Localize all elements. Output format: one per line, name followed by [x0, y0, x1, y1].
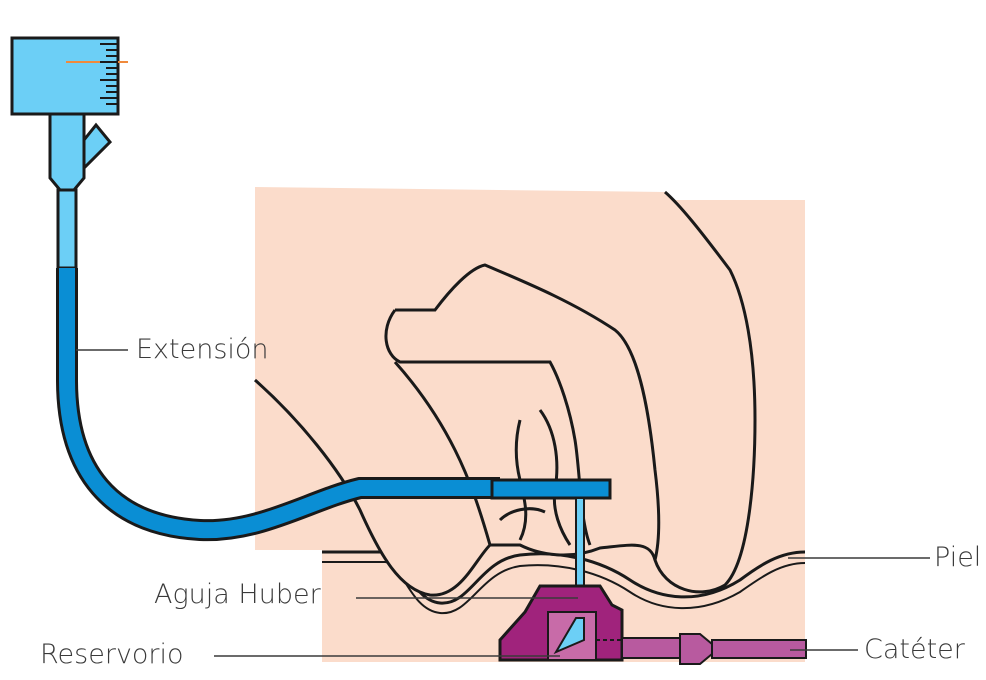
- huber-needle-hub: [492, 480, 610, 498]
- catheter-tube: [712, 640, 806, 658]
- label-catheter: Catéter: [864, 636, 965, 663]
- syringe-neck: [50, 114, 84, 190]
- label-reservoir: Reservorio: [40, 641, 184, 668]
- label-huber-needle: Aguja Huber: [154, 581, 321, 608]
- syringe-side-port: [84, 125, 110, 168]
- label-skin: Piel: [934, 544, 981, 571]
- tube-connector: [58, 190, 76, 268]
- catheter-connector: [622, 638, 682, 658]
- syringe-barrel: [12, 38, 118, 114]
- label-extension: Extensión: [136, 336, 269, 363]
